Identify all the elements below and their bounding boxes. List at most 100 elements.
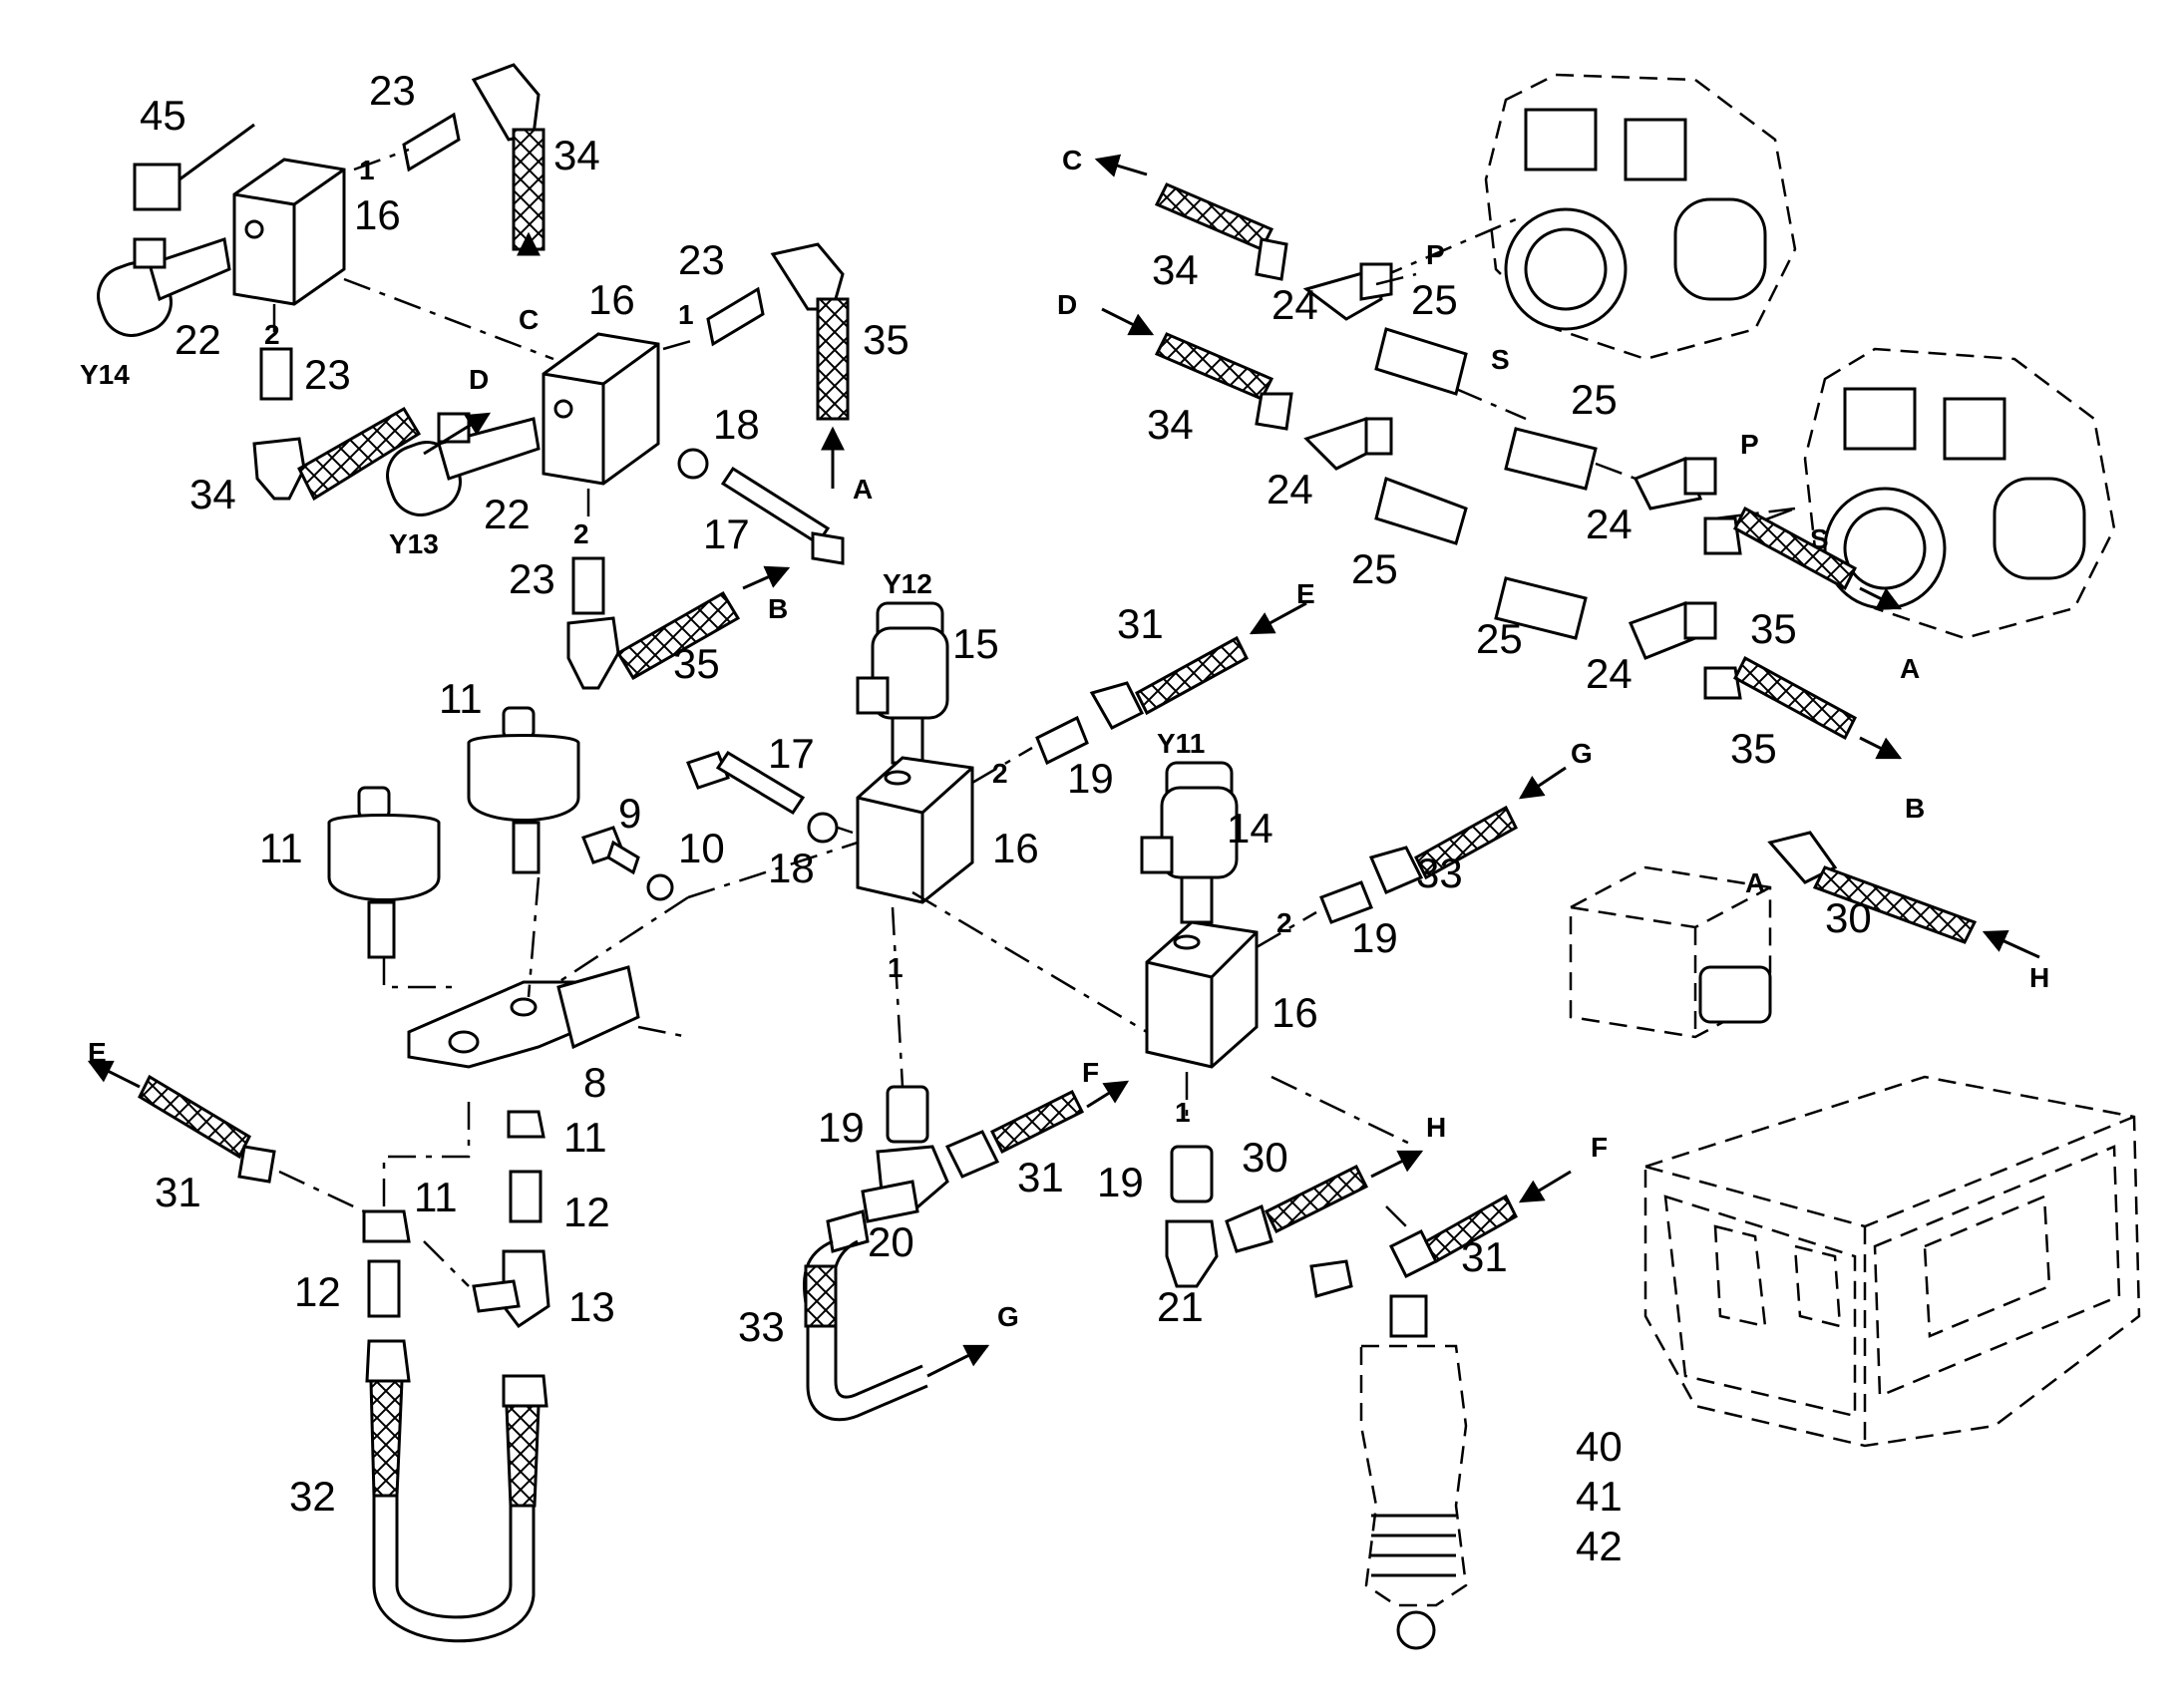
label-A: A xyxy=(1900,653,1920,684)
label-y11: Y11 xyxy=(1157,728,1205,759)
label-G: G xyxy=(997,1301,1019,1332)
label-port-1: 1 xyxy=(678,299,694,330)
pump-fittings xyxy=(1094,154,1903,760)
label-10: 10 xyxy=(678,825,725,871)
label-34: 34 xyxy=(1147,401,1194,448)
valve-block-upper-left xyxy=(97,63,554,502)
label-F: F xyxy=(1591,1132,1608,1163)
label-P: P xyxy=(1740,429,1759,460)
label-12: 12 xyxy=(563,1189,610,1235)
label-30: 30 xyxy=(1825,894,1872,941)
pump-lower xyxy=(1714,347,2116,640)
label-34: 34 xyxy=(189,471,236,517)
label-11: 11 xyxy=(439,675,483,722)
accumulator-assembly xyxy=(87,706,689,1643)
label-42: 42 xyxy=(1576,1523,1623,1569)
label-12: 12 xyxy=(294,1268,341,1315)
label-A: A xyxy=(853,474,873,505)
label-H: H xyxy=(2029,962,2049,993)
label-33: 33 xyxy=(1416,850,1463,896)
label-E: E xyxy=(1296,578,1315,609)
label-35: 35 xyxy=(1750,605,1797,652)
label-33: 33 xyxy=(738,1303,785,1350)
steering-cylinder xyxy=(1309,1170,1572,1650)
label-15: 15 xyxy=(952,620,999,667)
valve-block-y12 xyxy=(686,601,1307,1088)
label-A: A xyxy=(1745,867,1765,898)
label-F: F xyxy=(1082,1057,1099,1088)
valve-block-upper-middle xyxy=(386,242,850,690)
label-G: G xyxy=(1571,738,1593,769)
label-22: 22 xyxy=(175,316,221,363)
label-19: 19 xyxy=(1351,914,1398,961)
distribution-block xyxy=(1569,831,2040,1039)
label-31: 31 xyxy=(1117,600,1164,647)
label-40: 40 xyxy=(1576,1423,1623,1470)
label-23: 23 xyxy=(509,555,555,602)
label-21: 21 xyxy=(1157,1283,1204,1330)
label-23: 23 xyxy=(304,351,351,398)
label-port-2: 2 xyxy=(573,518,589,549)
cab-frame xyxy=(1643,1075,2141,1448)
label-H: H xyxy=(1426,1112,1446,1143)
label-31: 31 xyxy=(1461,1233,1508,1280)
label-24: 24 xyxy=(1267,466,1313,512)
label-22: 22 xyxy=(484,491,531,537)
label-C: C xyxy=(519,304,539,335)
label-17: 17 xyxy=(768,730,815,777)
label-S: S xyxy=(1491,344,1510,375)
label-31: 31 xyxy=(1017,1154,1064,1200)
label-C: C xyxy=(1062,145,1082,175)
label-16: 16 xyxy=(588,276,635,323)
label-port-2: 2 xyxy=(992,758,1008,789)
label-34: 34 xyxy=(553,132,600,178)
label-y14: Y14 xyxy=(80,359,130,390)
label-19: 19 xyxy=(1097,1159,1144,1205)
label-31: 31 xyxy=(155,1169,201,1215)
label-y13: Y13 xyxy=(389,528,439,559)
label-30: 30 xyxy=(1242,1134,1288,1181)
label-16: 16 xyxy=(354,191,401,238)
label-port-1: 1 xyxy=(1175,1097,1191,1128)
label-18: 18 xyxy=(768,845,815,891)
label-41: 41 xyxy=(1576,1473,1623,1520)
label-D: D xyxy=(469,364,489,395)
label-13: 13 xyxy=(568,1283,615,1330)
label-35: 35 xyxy=(673,640,720,687)
leader-line xyxy=(1385,1205,1407,1227)
label-18: 18 xyxy=(713,401,760,448)
valve-block-y11 xyxy=(1140,761,1567,1122)
label-25: 25 xyxy=(1571,376,1618,423)
label-14: 14 xyxy=(1227,805,1273,852)
label-11: 11 xyxy=(414,1174,458,1220)
label-11: 11 xyxy=(259,825,303,871)
label-B: B xyxy=(768,593,788,624)
label-20: 20 xyxy=(868,1218,914,1265)
label-32: 32 xyxy=(289,1473,336,1520)
label-24: 24 xyxy=(1272,281,1318,328)
label-9: 9 xyxy=(618,790,641,837)
label-16: 16 xyxy=(992,825,1039,871)
label-port-2: 2 xyxy=(264,319,280,350)
label-25: 25 xyxy=(1351,545,1398,592)
leader-line xyxy=(1271,1075,1417,1149)
label-23: 23 xyxy=(678,236,725,283)
label-B: B xyxy=(1905,793,1925,824)
label-S: S xyxy=(1810,523,1829,554)
label-24: 24 xyxy=(1586,650,1633,697)
pump-upper xyxy=(1375,73,1797,361)
label-y12: Y12 xyxy=(883,568,932,599)
label-35: 35 xyxy=(863,316,909,363)
label-19: 19 xyxy=(818,1104,865,1151)
label-port-2: 2 xyxy=(1276,907,1292,938)
label-25: 25 xyxy=(1476,615,1523,662)
label-17: 17 xyxy=(703,511,750,557)
label-16: 16 xyxy=(1272,989,1318,1036)
label-45: 45 xyxy=(140,92,186,139)
label-E: E xyxy=(88,1037,107,1068)
label-port-1: 1 xyxy=(359,155,375,185)
label-23: 23 xyxy=(369,67,416,114)
label-25: 25 xyxy=(1411,276,1458,323)
